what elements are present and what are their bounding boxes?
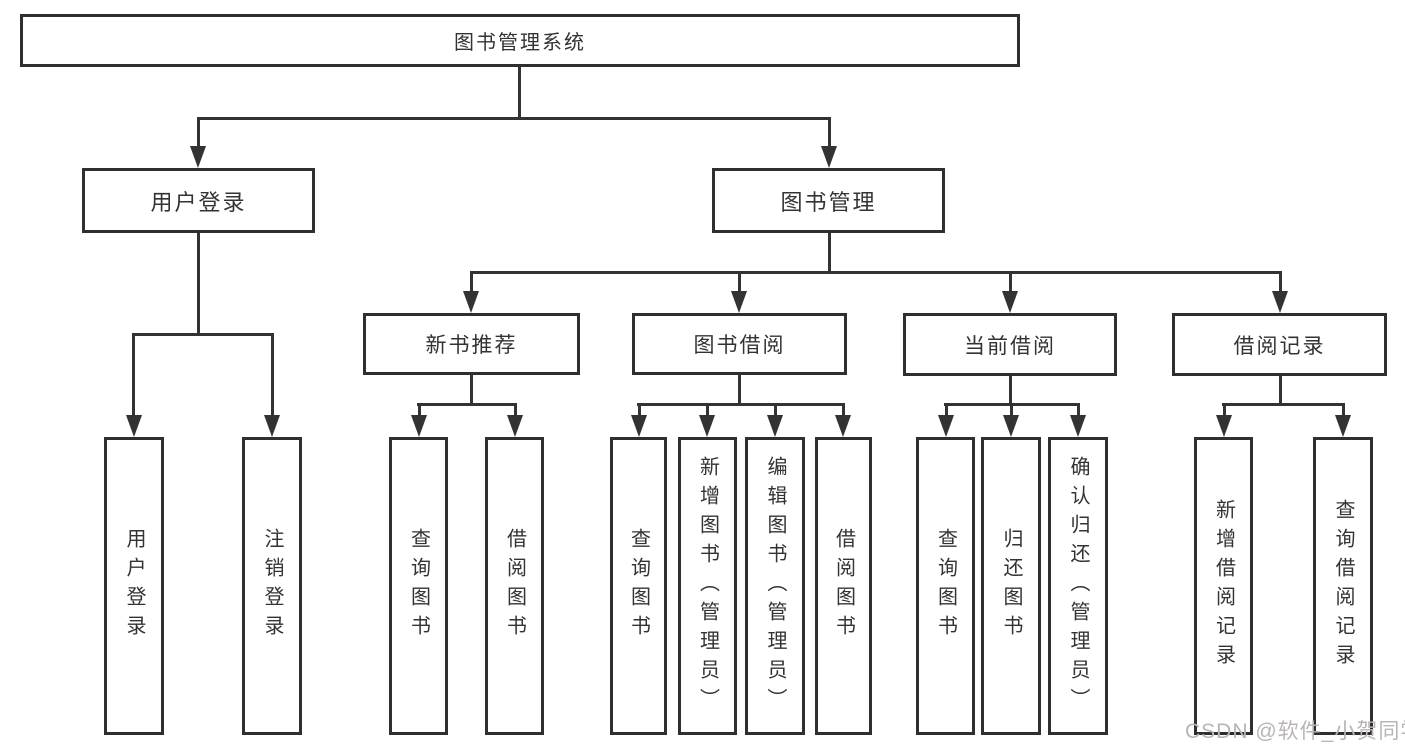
connector-to-cb-confirm xyxy=(1077,403,1080,419)
leaf-record-add-label: 新增借阅记录 xyxy=(1212,499,1235,673)
arrowhead-down-icon xyxy=(1003,415,1019,437)
connector-new-book-rail xyxy=(417,403,517,406)
leaf-logout-label: 注销登录 xyxy=(261,528,283,644)
leaf-user-login: 用户登录 xyxy=(104,437,164,735)
leaf-current-return-label: 归还图书 xyxy=(1000,528,1022,644)
node-book-mgmt-label: 图书管理 xyxy=(780,189,877,215)
arrowhead-down-icon xyxy=(767,415,783,437)
leaf-current-return: 归还图书 xyxy=(981,437,1041,735)
arrowhead-down-icon xyxy=(699,415,715,437)
node-user-login: 用户登录 xyxy=(82,168,315,233)
connector-to-current-borrow xyxy=(1009,271,1012,295)
node-user-login-label: 用户登录 xyxy=(150,189,247,215)
connector-book-borrow-stem xyxy=(738,374,741,406)
leaf-current-query-label: 查询图书 xyxy=(934,528,957,644)
arrowhead-down-icon xyxy=(835,415,851,437)
connector-to-new-book xyxy=(470,271,473,295)
leaf-borrow-edit-admin: 编辑图书（管理员） xyxy=(745,437,805,735)
connector-current-borrow-stem xyxy=(1009,374,1012,405)
leaf-record-query-label: 查询借阅记录 xyxy=(1332,499,1354,673)
connector-to-nb-borrow xyxy=(514,403,517,419)
connector-to-cb-return xyxy=(1010,403,1013,419)
leaf-new-book-query-label: 查询图书 xyxy=(407,528,430,644)
leaf-logout: 注销登录 xyxy=(242,437,302,735)
arrowhead-down-icon xyxy=(1335,415,1351,437)
arrowhead-down-icon xyxy=(507,415,523,437)
connector-root-stem xyxy=(518,67,521,119)
arrowhead-down-icon xyxy=(190,146,206,168)
arrowhead-down-icon xyxy=(1272,291,1288,313)
connector-borrow-record-stem xyxy=(1279,375,1282,405)
leaf-record-add: 新增借阅记录 xyxy=(1194,437,1253,735)
node-current-borrow-label: 当前借阅 xyxy=(964,334,1056,358)
leaf-borrow-query: 查询图书 xyxy=(610,437,667,735)
arrowhead-down-icon xyxy=(938,415,954,437)
arrowhead-down-icon xyxy=(1070,415,1086,437)
leaf-record-query: 查询借阅记录 xyxy=(1313,437,1373,735)
connector-to-bb-edit xyxy=(774,403,777,419)
node-root-label: 图书管理系统 xyxy=(454,32,586,54)
connector-to-user-login xyxy=(197,117,200,150)
arrowhead-down-icon xyxy=(731,291,747,313)
node-new-book-recommend-label: 新书推荐 xyxy=(425,334,518,357)
arrowhead-down-icon xyxy=(1216,415,1232,437)
leaf-new-book-borrow: 借阅图书 xyxy=(485,437,544,735)
leaf-borrow-add-admin-label: 新增图书（管理员） xyxy=(696,455,719,717)
connector-book-borrow-rail xyxy=(637,403,845,406)
leaf-current-confirm-admin-label: 确认归还（管理员） xyxy=(1067,455,1089,717)
connector-to-nb-query xyxy=(418,403,421,419)
connector-to-leaf-login xyxy=(132,333,135,418)
connector-to-br-query xyxy=(1342,403,1345,419)
csdn-watermark: CSDN @软件_小贺同学 xyxy=(1185,720,1405,743)
node-root: 图书管理系统 xyxy=(20,14,1020,67)
connector-book-mgmt-stem xyxy=(828,231,831,274)
leaf-borrow-book-label: 借阅图书 xyxy=(832,528,855,644)
leaf-new-book-borrow-label: 借阅图书 xyxy=(503,528,526,644)
connector-to-br-add xyxy=(1223,403,1226,419)
arrowhead-down-icon xyxy=(126,415,142,437)
leaf-current-confirm-admin: 确认归还（管理员） xyxy=(1048,437,1108,735)
arrowhead-down-icon xyxy=(821,146,837,168)
connector-to-leaf-logout xyxy=(271,333,274,418)
connector-to-book-borrow xyxy=(738,271,741,295)
leaf-current-query: 查询图书 xyxy=(916,437,975,735)
node-borrow-record-label: 借阅记录 xyxy=(1233,334,1326,358)
connector-user-login-rail xyxy=(132,333,274,336)
connector-to-borrow-record xyxy=(1279,271,1282,295)
node-book-borrow: 图书借阅 xyxy=(632,313,847,375)
connector-to-book-mgmt xyxy=(828,117,831,150)
leaf-user-login-label: 用户登录 xyxy=(123,528,145,644)
connector-root-rail xyxy=(197,117,831,120)
node-book-borrow-label: 图书借阅 xyxy=(693,334,786,357)
arrowhead-down-icon xyxy=(411,415,427,437)
connector-to-bb-query xyxy=(638,403,641,419)
leaf-borrow-query-label: 查询图书 xyxy=(627,528,650,644)
leaf-new-book-query: 查询图书 xyxy=(389,437,448,735)
arrowhead-down-icon xyxy=(264,415,280,437)
arrowhead-down-icon xyxy=(463,291,479,313)
connector-to-bb-add xyxy=(706,403,709,419)
connector-new-book-stem xyxy=(470,372,473,406)
node-current-borrow: 当前借阅 xyxy=(903,313,1117,376)
node-borrow-record: 借阅记录 xyxy=(1172,313,1387,376)
leaf-borrow-edit-admin-label: 编辑图书（管理员） xyxy=(764,455,786,717)
leaf-borrow-add-admin: 新增图书（管理员） xyxy=(678,437,737,735)
arrowhead-down-icon xyxy=(1002,291,1018,313)
connector-borrow-record-rail xyxy=(1222,403,1345,406)
arrowhead-down-icon xyxy=(631,415,647,437)
connector-user-login-stem xyxy=(197,231,200,335)
connector-to-cb-query xyxy=(945,403,948,419)
leaf-borrow-book: 借阅图书 xyxy=(815,437,872,735)
node-new-book-recommend: 新书推荐 xyxy=(363,313,580,375)
connector-to-bb-borrow xyxy=(842,403,845,419)
node-book-mgmt: 图书管理 xyxy=(712,168,945,233)
connector-book-mgmt-rail xyxy=(470,271,1282,274)
